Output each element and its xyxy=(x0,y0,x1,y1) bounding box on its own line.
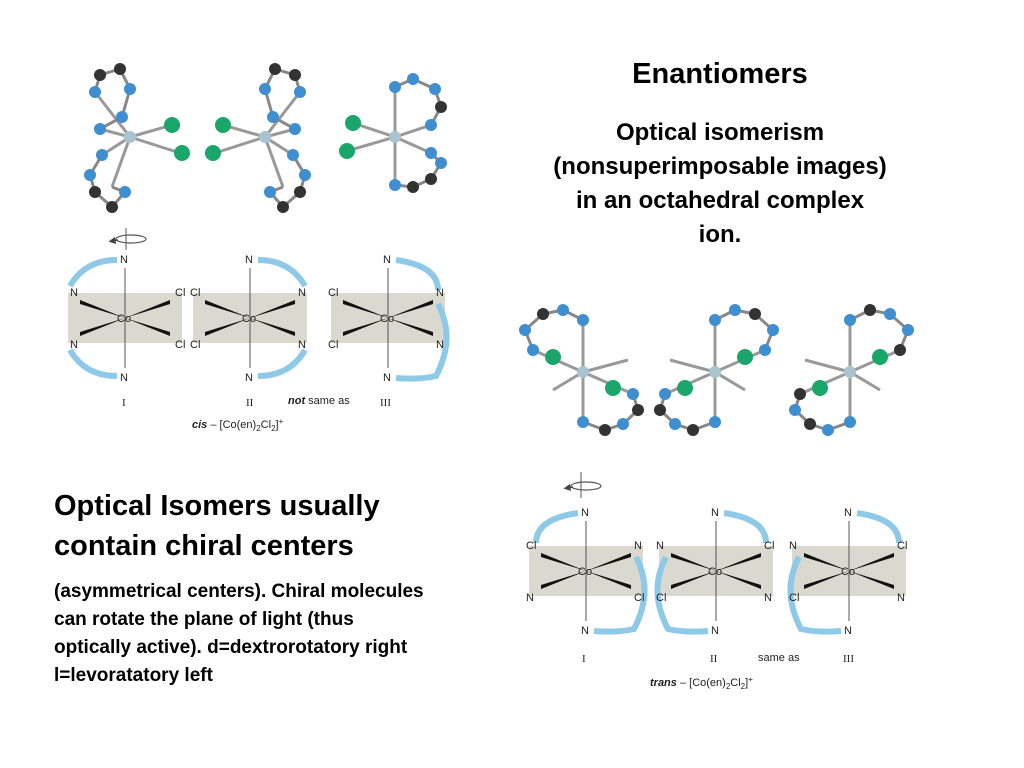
comparison-label: same as xyxy=(758,652,800,664)
trans-structural-diagrams: N N Cl N N Cl Co N N N Cl Cl N Co N N N … xyxy=(526,472,907,691)
atom-label: N xyxy=(789,540,797,552)
subtitle: Optical isomerism (nonsuperimposable ima… xyxy=(510,116,930,252)
heading-line: contain chiral centers xyxy=(54,530,354,562)
trans-diagram-1: N N Cl N N Cl Co xyxy=(526,507,648,637)
body-line: (asymmetrical centers). Chiral molecules xyxy=(54,581,424,602)
atom-label: N xyxy=(764,592,772,604)
isomer-numeral: III xyxy=(843,653,854,665)
trans-diagram-3: N N N Cl Cl N Co xyxy=(787,507,907,637)
isomer-numeral: II xyxy=(710,653,718,665)
atom-label: N xyxy=(711,625,719,637)
isomer-numeral: I xyxy=(122,397,126,409)
body-text: (asymmetrical centers). Chiral molecules… xyxy=(54,578,504,690)
atom-label: N xyxy=(383,372,391,384)
atom-label: Cl xyxy=(190,287,200,299)
atom-label: N xyxy=(245,372,253,384)
atom-label: N xyxy=(656,540,664,552)
atom-label: Cl xyxy=(764,540,774,552)
atom-label: Cl xyxy=(328,339,338,351)
cis-model-2 xyxy=(205,63,311,213)
atom-label: N xyxy=(245,254,253,266)
rotation-arrow-icon xyxy=(108,228,147,250)
subtitle-line: ion. xyxy=(698,221,742,248)
subtitle-line: (nonsuperimposable images) xyxy=(553,153,887,180)
cis-structural-diagrams: N N N N Cl Cl Co N N Cl Cl N N Co N N Cl… xyxy=(67,228,450,433)
atom-label: Co xyxy=(708,566,722,578)
body-line: optically active). d=dextrorotatory righ… xyxy=(54,637,408,658)
atom-label: N xyxy=(120,372,128,384)
cis-model-1 xyxy=(84,63,190,213)
body-line: can rotate the plane of light (thus xyxy=(54,609,354,630)
atom-label: Cl xyxy=(526,540,536,552)
atom-label: Co xyxy=(117,313,131,325)
atom-label: N xyxy=(526,592,534,604)
heading-line: Optical Isomers usually xyxy=(54,490,380,522)
atom-label: N xyxy=(634,540,642,552)
atom-label: Co xyxy=(242,313,256,325)
atom-label: N xyxy=(581,625,589,637)
atom-label: Co xyxy=(841,566,855,578)
cis-diagram-2: N N Cl Cl N N Co xyxy=(190,254,308,384)
cis-ball-stick-models xyxy=(84,63,447,213)
atom-label: Cl xyxy=(175,339,185,351)
atom-label: Cl xyxy=(897,540,907,552)
isomer-numeral: II xyxy=(246,397,254,409)
isomer-numeral: III xyxy=(380,397,391,409)
trans-model-3 xyxy=(789,304,914,436)
atom-label: N xyxy=(844,507,852,519)
atom-label: N xyxy=(383,254,391,266)
cis-diagram-1: N N N N Cl Cl Co xyxy=(67,254,185,384)
trans-formula: trans – [Co(en)2Cl2]+ xyxy=(650,675,753,691)
atom-label: N xyxy=(436,339,444,351)
trans-diagram-2: N N N Cl Cl N Co xyxy=(654,507,774,637)
trans-model-1 xyxy=(519,304,644,436)
atom-label: Cl xyxy=(328,287,338,299)
cis-formula: cis – [Co(en)2Cl2]+ xyxy=(192,417,284,433)
isomer-numeral: I xyxy=(582,653,586,665)
atom-label: N xyxy=(298,339,306,351)
atom-label: N xyxy=(120,254,128,266)
atom-label: N xyxy=(298,287,306,299)
subtitle-line: in an octahedral complex xyxy=(575,187,865,214)
atom-label: Cl xyxy=(190,339,200,351)
trans-model-2 xyxy=(654,304,779,436)
atom-label: Cl xyxy=(656,592,666,604)
body-line: l=levoratatory left xyxy=(54,665,213,686)
atom-label: Cl xyxy=(789,592,799,604)
atom-label: N xyxy=(711,507,719,519)
atom-label: N xyxy=(844,625,852,637)
rotation-arrow-icon xyxy=(563,472,602,498)
page-title: Enantiomers xyxy=(632,58,808,90)
atom-label: N xyxy=(897,592,905,604)
atom-label: N xyxy=(70,287,78,299)
cis-model-3 xyxy=(339,73,447,193)
atom-label: Cl xyxy=(175,287,185,299)
section-heading: Optical Isomers usually contain chiral c… xyxy=(54,486,494,566)
atom-label: N xyxy=(70,339,78,351)
comparison-label: not same as xyxy=(288,395,350,407)
cis-diagram-3: N N Cl Cl N N Co xyxy=(328,254,450,384)
atom-label: N xyxy=(436,287,444,299)
atom-label: Co xyxy=(578,566,592,578)
atom-label: N xyxy=(581,507,589,519)
atom-label: Cl xyxy=(634,592,644,604)
atom-label: Co xyxy=(380,313,394,325)
subtitle-line: Optical isomerism xyxy=(615,119,825,146)
trans-ball-stick-models xyxy=(519,304,914,436)
